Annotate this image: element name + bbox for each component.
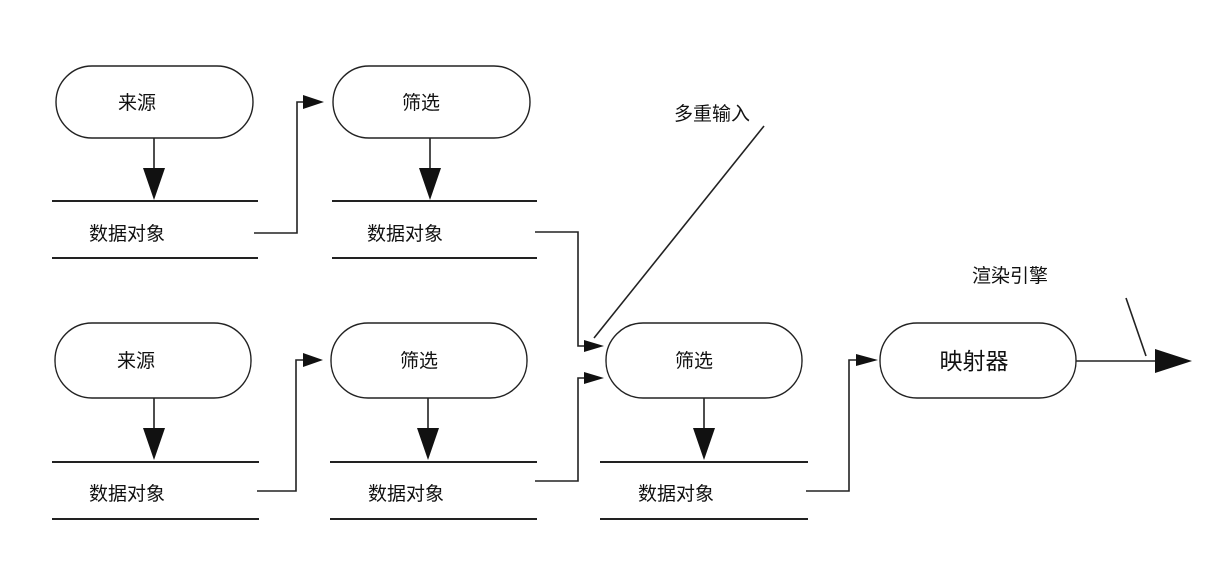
- arrow-head: [417, 428, 439, 460]
- data-object-5: 数据对象: [600, 461, 808, 520]
- render-engine-pointer: [1125, 297, 1147, 357]
- multiple-inputs-pointer: [593, 125, 765, 339]
- arrow-head: [303, 95, 324, 109]
- data-object-2: 数据对象: [332, 200, 537, 259]
- mapper-node-label: 映射器: [940, 349, 1009, 375]
- arrow-head: [584, 372, 604, 384]
- filter-node-1-label: 筛选: [402, 92, 440, 114]
- connector-data-2-to-filter-3: [535, 231, 586, 347]
- source-node-2: 来源: [54, 322, 252, 399]
- mapper-node: 映射器: [879, 322, 1077, 399]
- data-object-4: 数据对象: [330, 461, 537, 520]
- filter-node-2-label: 筛选: [400, 350, 438, 372]
- data-object-3-label: 数据对象: [89, 483, 165, 505]
- source-node-1: 来源: [55, 65, 254, 139]
- arrow-head: [856, 354, 878, 366]
- connector-data-4-to-filter-3: [535, 377, 586, 482]
- data-object-1: 数据对象: [52, 200, 258, 259]
- arrow-head: [143, 428, 165, 460]
- arrow-head: [303, 353, 323, 367]
- source-node-2-label: 来源: [117, 350, 155, 372]
- filter-node-1: 筛选: [332, 65, 531, 139]
- arrow-head: [143, 168, 165, 200]
- arrow-head: [584, 340, 604, 352]
- data-object-3: 数据对象: [52, 461, 259, 520]
- filter-node-3: 筛选: [605, 322, 803, 399]
- filter-node-2: 筛选: [330, 322, 528, 399]
- multiple-inputs-annotation: 多重输入: [674, 103, 750, 125]
- connector-data-5-to-mapper: [806, 359, 858, 492]
- data-object-1-label: 数据对象: [89, 223, 165, 245]
- source-node-1-label: 来源: [118, 92, 156, 114]
- arrow-head: [419, 168, 441, 200]
- data-object-2-label: 数据对象: [367, 223, 443, 245]
- render-engine-annotation: 渲染引擎: [972, 265, 1048, 287]
- filter-node-3-label: 筛选: [675, 350, 713, 372]
- connector-data-3-to-filter-2: [257, 359, 310, 492]
- arrow-head: [1155, 349, 1192, 373]
- data-object-5-label: 数据对象: [638, 483, 714, 505]
- arrow-head: [693, 428, 715, 460]
- connector-data-1-to-filter-1: [254, 101, 312, 234]
- data-object-4-label: 数据对象: [368, 483, 444, 505]
